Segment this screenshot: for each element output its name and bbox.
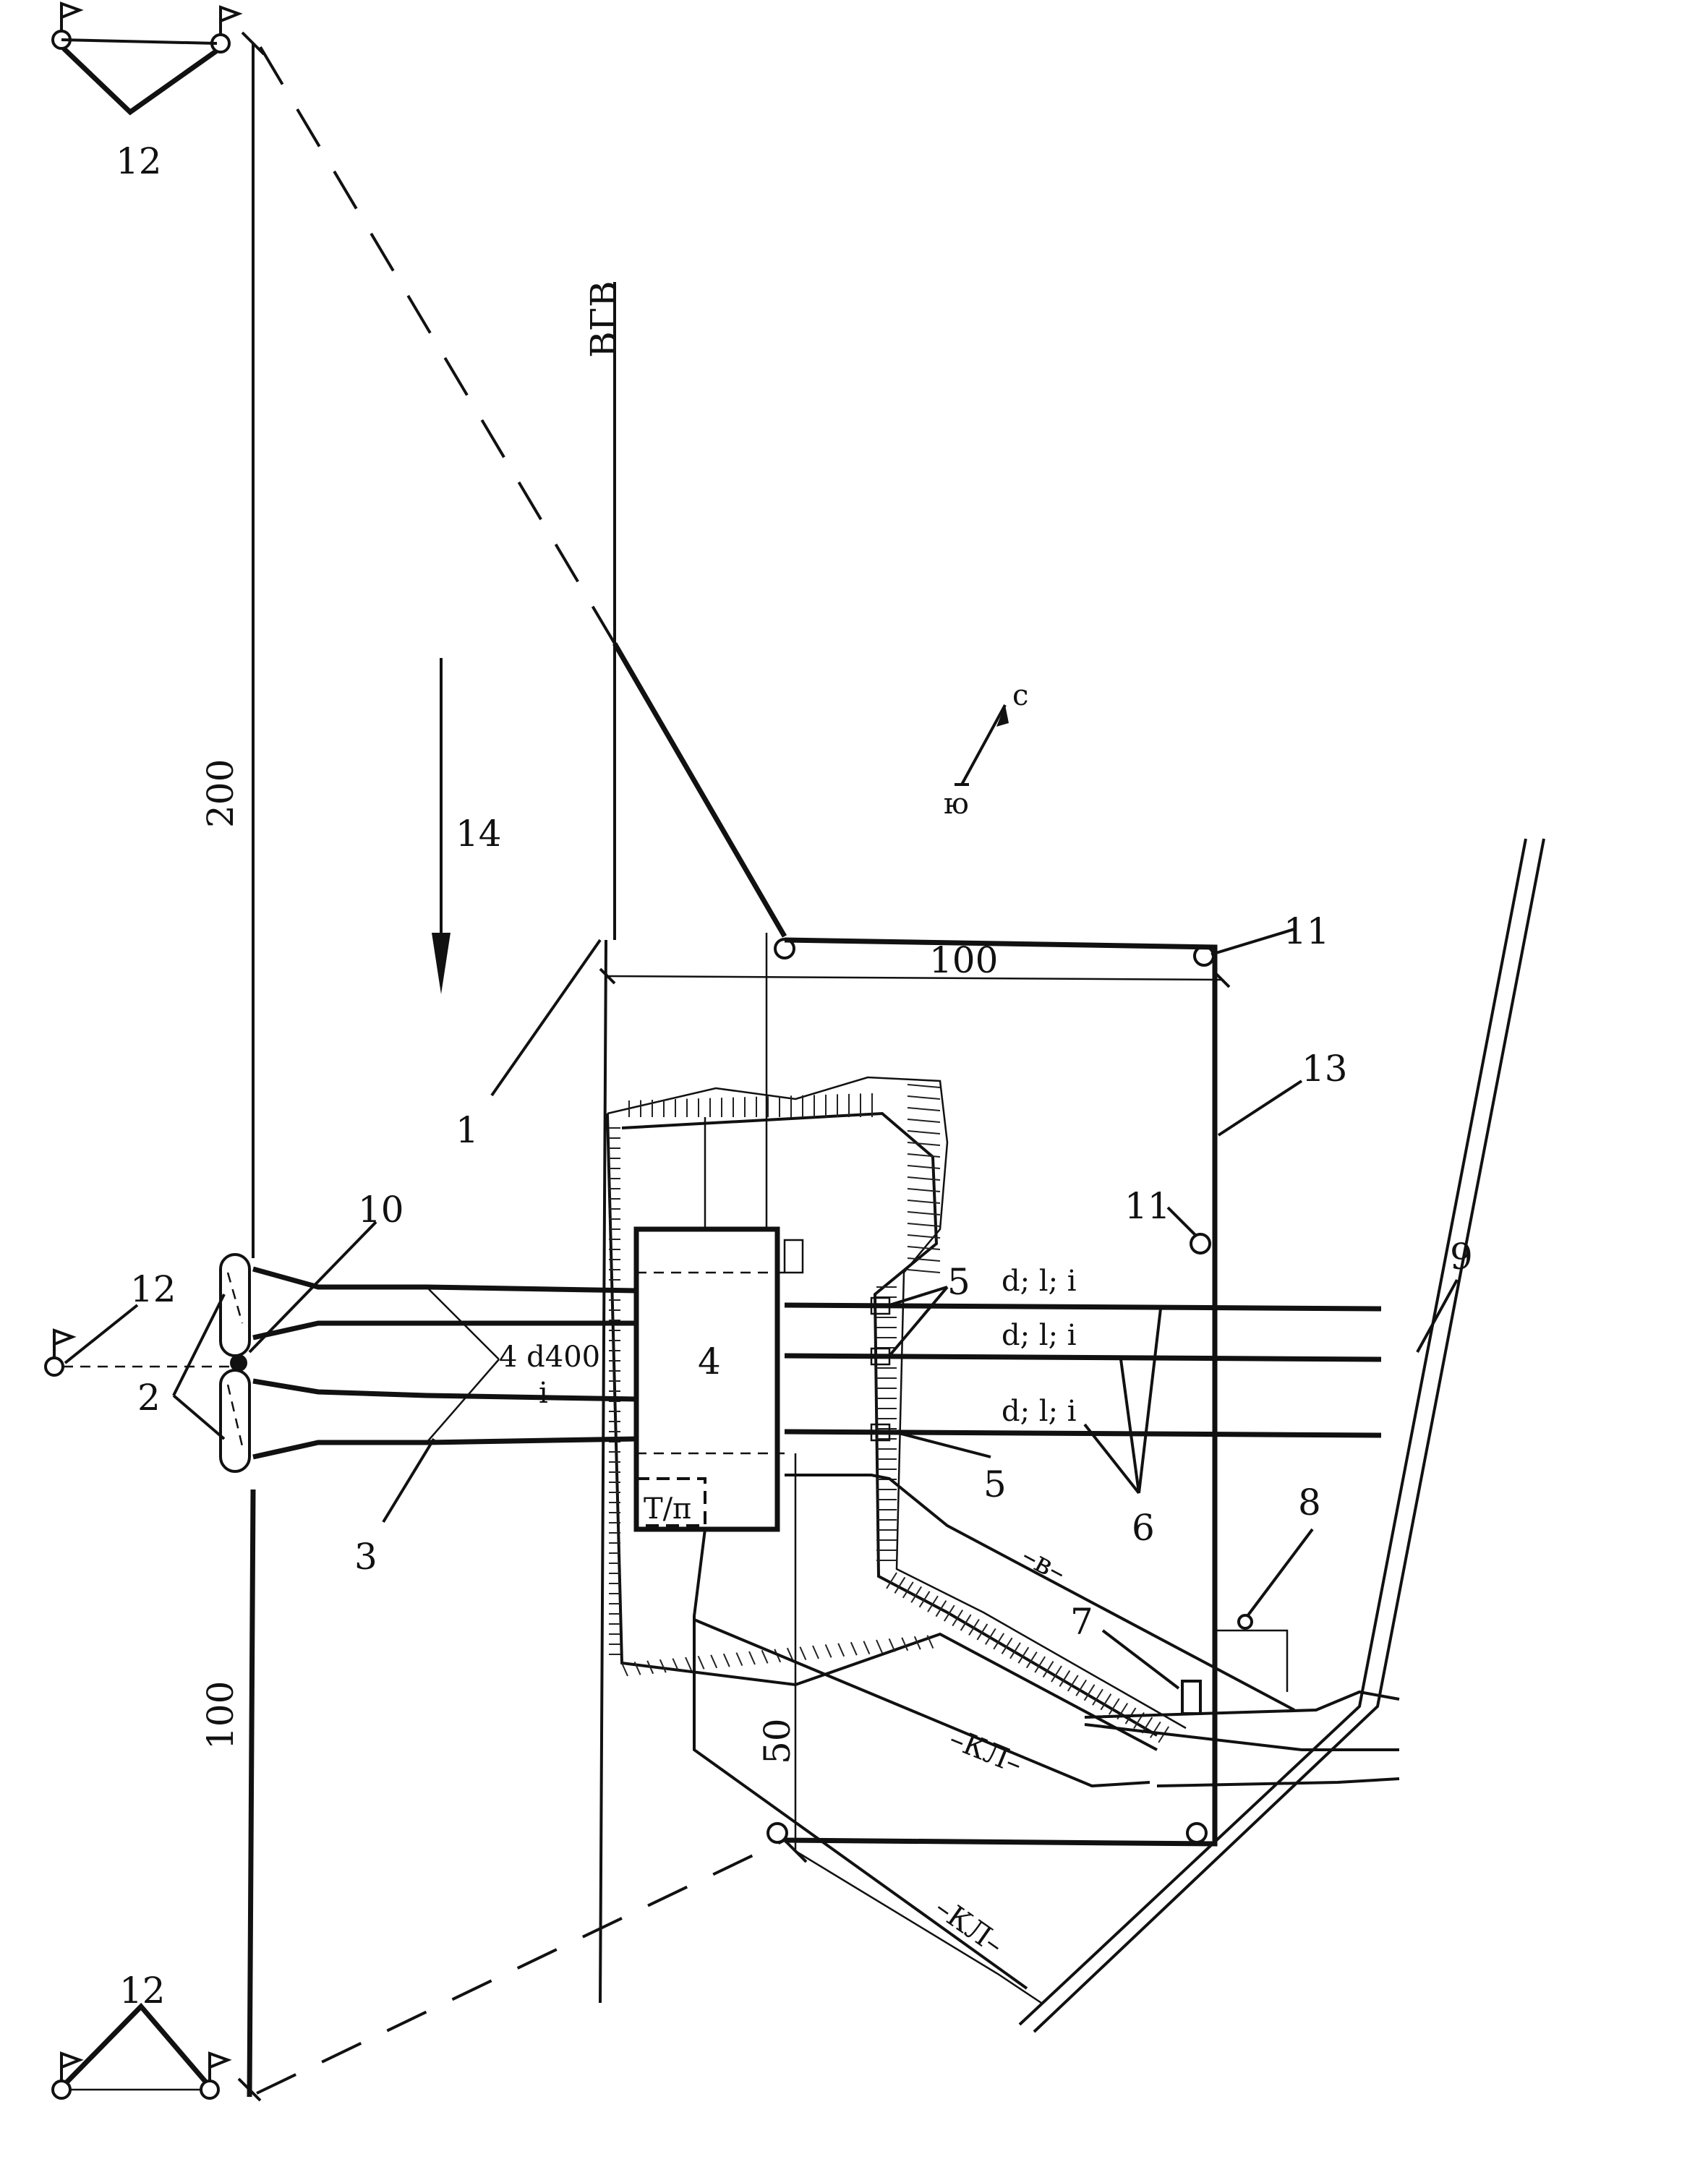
callout-5-top: 5 [947,1261,970,1303]
callout-12-left: 12 [130,1268,176,1310]
high-water-level-line [599,282,616,2004]
callout-12-top: 12 [116,140,162,182]
cable-line-2 [693,1620,1028,1990]
intake-pipelines [252,1266,637,1460]
callout-13: 13 [1302,1048,1348,1090]
label-substation: Т/п [644,1492,692,1526]
callout-11-mid: 11 [1124,1185,1171,1227]
label-south: ю [944,787,969,821]
north-arrow [955,704,1009,786]
dimension-label-200: 200 [200,759,242,828]
label-vgv: ВГВ [583,281,625,358]
leader-lines [64,928,1459,1690]
label-dli-2: d; l; i [1002,1319,1077,1352]
corner-post-top-right [1193,945,1215,967]
survey-marker-top [51,1,243,116]
outlet-pipelines [784,1302,1382,1438]
water-intake-heads [219,1253,251,1473]
construction-line-top-solid [612,642,787,938]
pumping-station-building [633,1226,780,1532]
corner-post-mid-right [1190,1233,1211,1255]
callout-4: 4 [698,1341,721,1382]
corner-post-bottom-left [767,1822,788,1844]
dimension-top [599,933,1231,1229]
dimension-label-100-left: 100 [200,1681,242,1750]
label-north: с [1012,679,1028,712]
callout-3: 3 [354,1536,377,1578]
label-dli-3: d; l; i [1002,1395,1077,1428]
overhead-power-line [785,1474,1295,1711]
label-slope-i: i [539,1377,548,1410]
callout-14: 14 [456,813,502,855]
corner-post-bottom-right [1186,1822,1208,1844]
flow-direction-arrow [432,658,451,994]
callout-1: 1 [456,1109,479,1151]
embankment [606,1076,1187,1751]
callout-7: 7 [1070,1601,1093,1643]
callout-11-top: 11 [1284,910,1330,952]
observation-well [1237,1614,1253,1630]
callout-2: 2 [137,1377,161,1419]
dashed-construction-line-top [259,46,616,645]
survey-marker-left [44,1328,231,1377]
corner-post-top-left [774,938,795,959]
dimension-label-100-top: 100 [929,939,998,981]
callout-12-bottom: 12 [119,1970,166,2012]
callout-5-bottom: 5 [983,1463,1007,1505]
left-baseline [237,31,265,2102]
label-overhead-line: –в– [1016,1539,1072,1589]
valve-chambers [870,1296,891,1442]
transformer-kiosk [1181,1680,1202,1715]
substation-dashed-box [635,1477,706,1527]
callout-10: 10 [358,1189,404,1231]
cable-line-3 [795,1850,1042,2004]
intake-center-point [230,1354,247,1372]
dimension-label-50: 50 [756,1718,798,1764]
label-dli-1: d; l; i [1002,1265,1077,1298]
callout-8: 8 [1298,1482,1321,1523]
label-pipes: 4 d400 [499,1341,600,1374]
dashed-construction-line-bottom [256,1839,785,2095]
label-cable-line-1: –КЛ– [944,1722,1027,1782]
callout-6: 6 [1132,1507,1155,1549]
label-cable-line-2: –КЛ– [928,1892,1009,1962]
site-boundary-fence [784,937,1218,1847]
callout-9: 9 [1450,1236,1473,1278]
survey-marker-bottom [51,2002,232,2100]
